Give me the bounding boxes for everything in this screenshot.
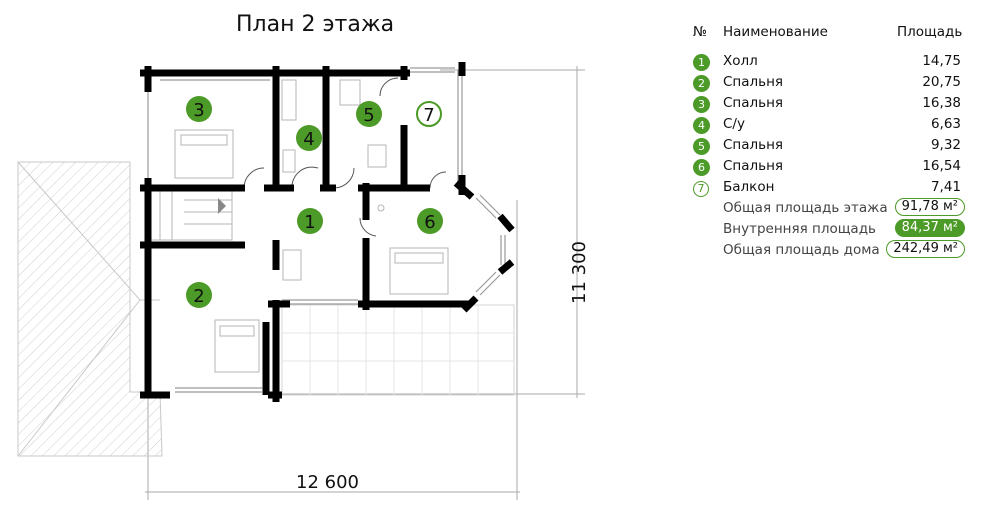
total-floor-area-label: Общая площадь этажа (723, 200, 888, 216)
terrace-below (281, 304, 515, 396)
room-marker-2: 2 (186, 282, 212, 308)
room-area: 16,38 (922, 95, 961, 111)
svg-text:5: 5 (363, 105, 374, 126)
total-house-area-row: Общая площадь дома 242,49 м² (688, 240, 973, 262)
height-dimension: 11 300 (568, 241, 590, 304)
room-name: Балкон (723, 179, 775, 195)
room-name: Спальня (723, 158, 784, 174)
room-name: Спальня (723, 95, 784, 111)
room-number-badge: 6 (693, 159, 710, 176)
legend-row: 5 Спальня 9,32 (688, 136, 973, 156)
internal-area-value: 84,37 м² (894, 219, 965, 237)
svg-text:1: 1 (304, 212, 315, 233)
total-house-area-value: 242,49 м² (886, 240, 965, 258)
room-marker-7: 7 (416, 101, 442, 127)
plan-title: План 2 этажа (236, 12, 395, 37)
room-area: 14,75 (922, 53, 961, 69)
total-floor-area-row: Общая площадь этажа 91,78 м² (688, 198, 973, 220)
svg-text:7: 7 (423, 105, 434, 126)
room-area: 16,54 (922, 158, 961, 174)
room-name: Спальня (723, 137, 784, 153)
room-marker-5: 5 (356, 101, 382, 127)
width-dimension: 12 600 (296, 472, 359, 493)
room-area: 9,32 (930, 137, 961, 153)
svg-text:3: 3 (193, 100, 204, 121)
internal-area-row: Внутренняя площадь 84,37 м² (688, 219, 973, 241)
stair-arrow (218, 198, 226, 214)
legend-header-name: Наименование (723, 24, 828, 40)
svg-text:4: 4 (303, 129, 314, 150)
room-number-badge: 2 (693, 75, 710, 92)
room-name: С/у (723, 116, 745, 132)
room-marker-6: 6 (417, 208, 443, 234)
door-swings (243, 77, 447, 237)
walls[interactable] (140, 66, 470, 402)
room-marker-1: 1 (297, 208, 323, 234)
room-number-badge: 7 (693, 181, 709, 197)
legend-row: 1 Холл 14,75 (688, 52, 973, 72)
legend-row: 7 Балкон 7,41 (688, 178, 973, 198)
floor-plan: 1 2 3 4 5 6 7 (17, 62, 585, 500)
total-floor-area-value: 91,78 м² (894, 198, 965, 216)
bay-window-ends (453, 62, 515, 313)
legend-header-area: Площадь (897, 24, 963, 40)
roof-lower (17, 161, 163, 457)
room-markers: 1 2 3 4 5 6 7 (186, 96, 443, 308)
total-house-area-label: Общая площадь дома (723, 242, 880, 258)
svg-text:6: 6 (424, 212, 435, 233)
room-area: 6,63 (930, 116, 961, 132)
room-number-badge: 4 (693, 117, 710, 134)
room-number-badge: 5 (693, 138, 710, 155)
room-marker-3: 3 (186, 96, 212, 122)
legend-header-num: № (693, 24, 708, 40)
room-number-badge: 3 (693, 96, 710, 113)
legend-row: 3 Спальня 16,38 (688, 94, 973, 114)
room-marker-4: 4 (296, 125, 322, 151)
room-area: 20,75 (922, 74, 961, 90)
room-area: 7,41 (930, 179, 961, 195)
room-name: Холл (723, 53, 758, 69)
svg-text:2: 2 (193, 286, 204, 307)
room-name: Спальня (723, 74, 784, 90)
internal-area-label: Внутренняя площадь (723, 221, 876, 237)
legend-row: 4 С/у 6,63 (688, 115, 973, 135)
legend-row: 6 Спальня 16,54 (688, 157, 973, 177)
legend-row: 2 Спальня 20,75 (688, 73, 973, 93)
room-number-badge: 1 (693, 54, 710, 71)
